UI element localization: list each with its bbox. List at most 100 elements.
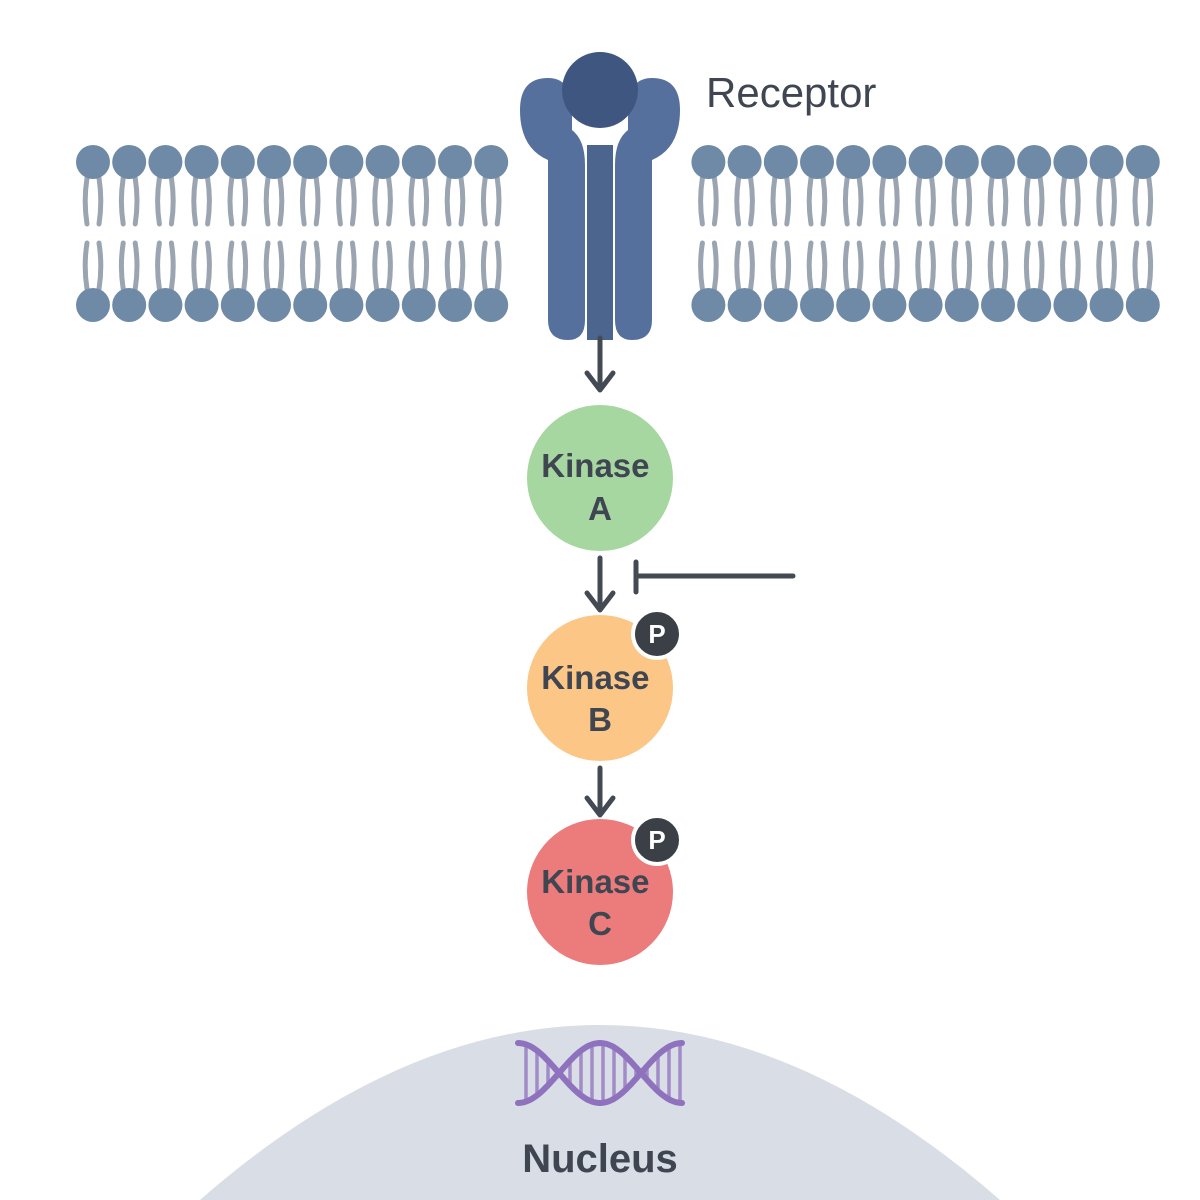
- lipid-head: [1053, 288, 1088, 322]
- lipid-tail: [1060, 240, 1067, 292]
- lipid-tail: [748, 240, 755, 292]
- lipid-tail: [241, 175, 249, 227]
- lipid-tail: [205, 240, 212, 292]
- lipid-tail: [132, 175, 140, 227]
- lipid-tail: [299, 240, 307, 292]
- lipid-tail: [372, 240, 380, 292]
- lipid-head: [763, 288, 798, 322]
- kinase-b: Kinase B P: [527, 608, 683, 761]
- lipid-tail: [313, 175, 321, 227]
- lipid-head: [1017, 288, 1052, 322]
- lipid-tail: [784, 175, 792, 227]
- kinase-a: Kinase A: [527, 405, 673, 551]
- lipid-tail: [987, 175, 995, 227]
- lipid-tail: [299, 175, 307, 227]
- lipid-tail: [263, 175, 271, 227]
- lipid-tail: [929, 240, 936, 292]
- lipid-tail: [1073, 175, 1081, 227]
- lipid-tail: [277, 175, 285, 227]
- lipid-head: [981, 145, 1015, 179]
- lipid-head: [1089, 145, 1124, 179]
- lipid-head: [944, 288, 979, 322]
- kinase-a-label: Kinase A: [541, 447, 658, 527]
- lipid-head: [329, 288, 364, 322]
- lipid-tail: [987, 240, 995, 292]
- lipid-head: [76, 145, 110, 179]
- lipid-head: [727, 145, 762, 179]
- lipid-tail: [842, 240, 850, 292]
- lipid-tail: [770, 240, 778, 292]
- lipid-tail: [820, 240, 828, 292]
- lipid-head: [329, 145, 364, 179]
- lipid-tail: [227, 175, 235, 227]
- lipid-head: [401, 145, 436, 179]
- lipid-tail: [480, 240, 488, 292]
- lipid-head: [1053, 145, 1088, 179]
- lipid-tail: [1023, 175, 1031, 227]
- lipid-tail: [1037, 175, 1045, 227]
- lipid-tail: [494, 240, 502, 292]
- lipid-tail: [1146, 175, 1154, 227]
- lipid-head: [293, 288, 328, 322]
- lipid-tail: [1096, 175, 1104, 227]
- nucleus: Nucleus: [200, 1025, 1000, 1200]
- lipid-tail: [336, 240, 343, 292]
- lipid-tail: [263, 240, 271, 292]
- phosphate-badge-c: P: [631, 814, 683, 866]
- lipid-head: [148, 288, 183, 322]
- lipid-tail: [1110, 240, 1117, 292]
- lipid-tail: [458, 175, 466, 227]
- lipid-tail: [1073, 240, 1081, 292]
- lipid-tail: [698, 240, 705, 292]
- lipid-tail: [965, 240, 973, 292]
- lipid-bilayer-membrane: [76, 145, 1160, 322]
- lipid-head: [257, 145, 291, 179]
- lipid-tail: [711, 240, 719, 292]
- lipid-head: [112, 145, 147, 179]
- nucleus-label: Nucleus: [522, 1137, 678, 1181]
- lipid-tail: [241, 240, 249, 292]
- phosphate-badge-b: P: [631, 608, 683, 660]
- lipid-tail: [1001, 175, 1009, 227]
- lipid-head: [438, 288, 472, 322]
- lipid-tail: [698, 175, 705, 227]
- lipid-head: [148, 145, 183, 179]
- lipid-tail: [951, 175, 959, 227]
- kinase-c-label: Kinase C: [541, 863, 658, 942]
- lipid-tail: [132, 240, 140, 292]
- lipid-tail: [118, 240, 126, 292]
- arrow-kinase-a-to-kinase-b: [584, 555, 616, 613]
- lipid-tail: [349, 240, 357, 292]
- lipid-tail: [205, 175, 212, 227]
- lipid-tail: [349, 175, 357, 227]
- lipid-tail: [806, 175, 814, 227]
- lipid-tail: [842, 175, 850, 227]
- inhibitor-line: [633, 559, 796, 595]
- lipid-tail: [734, 175, 742, 227]
- kinase-b-label: Kinase B: [541, 659, 658, 738]
- lipid-head: [474, 145, 509, 179]
- lipid-tail: [96, 240, 104, 292]
- lipid-tail: [372, 175, 380, 227]
- lipid-head: [981, 288, 1015, 322]
- lipid-head: [76, 288, 110, 322]
- lipid-head: [474, 288, 509, 322]
- lipid-tail: [1060, 175, 1067, 227]
- kinase-c: Kinase C P: [527, 814, 683, 965]
- lipid-tail: [1110, 175, 1117, 227]
- lipid-tail: [82, 175, 90, 227]
- lipid-tail: [168, 175, 176, 227]
- lipid-head: [293, 145, 328, 179]
- lipid-head: [800, 288, 834, 322]
- phosphate-label: P: [648, 619, 665, 649]
- receptor: Receptor: [520, 52, 876, 340]
- lipid-tail: [1146, 240, 1154, 292]
- lipid-tail: [1096, 240, 1104, 292]
- lipid-tail: [227, 240, 235, 292]
- arrow-kinase-b-to-kinase-c: [584, 765, 616, 818]
- lipid-head: [1125, 288, 1160, 322]
- lipid-tail: [734, 240, 742, 292]
- lipid-head: [1017, 145, 1052, 179]
